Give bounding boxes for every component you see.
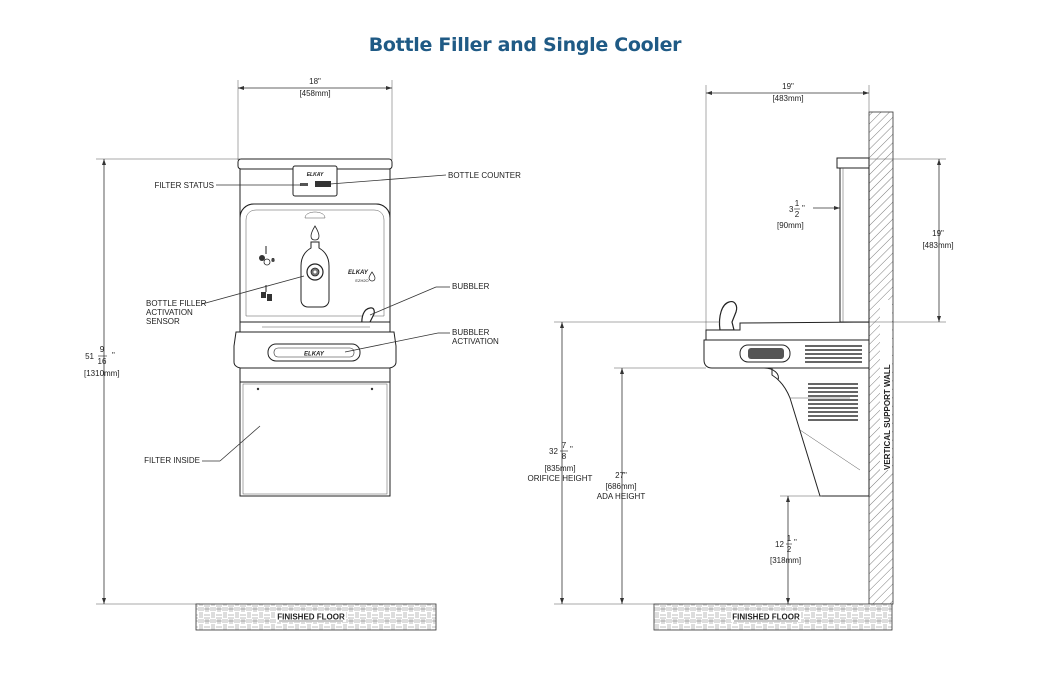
knee-mm: [318mm]: [770, 556, 801, 565]
lower-vent: [808, 383, 858, 421]
alcove-brand-sub: EZH2O: [355, 278, 368, 283]
dome-sensor: [304, 211, 326, 219]
bubbler: [361, 307, 375, 327]
side-width-mm: [483mm]: [772, 94, 803, 103]
side-lower-body: [771, 367, 870, 497]
orifice-num: 7: [562, 441, 567, 450]
label-bottle-counter: BOTTLE COUNTER: [448, 171, 521, 180]
offset-mm: [90mm]: [777, 221, 804, 230]
orifice-whole: 32: [549, 447, 558, 456]
alcove-brand: ELKAY: [348, 270, 369, 276]
side-width-in: 19": [782, 82, 794, 91]
ada-label: ADA HEIGHT: [597, 492, 646, 501]
bottle-counter-display: [315, 181, 331, 187]
upper-vent: [805, 345, 862, 363]
side-upper-housing: [839, 167, 870, 323]
orifice-quote: ": [570, 445, 573, 454]
label-filter-status: FILTER STATUS: [154, 181, 214, 190]
front-width-in: 18": [309, 77, 321, 86]
front-floor: [195, 603, 437, 631]
offset-whole: 3: [789, 205, 794, 214]
button-brand: ELKAY: [304, 352, 325, 358]
front-width-mm: [458mm]: [299, 89, 330, 98]
left-decals: [259, 246, 275, 301]
ada-in: 27": [615, 471, 627, 480]
offset-den: 2: [795, 210, 800, 219]
orifice-den: 8: [562, 452, 567, 461]
orifice-label: ORIFICE HEIGHT: [528, 474, 593, 483]
label-bubbler-activation-2: ACTIVATION: [452, 337, 499, 346]
label-bottle-filler-1: BOTTLE FILLER: [146, 299, 207, 308]
label-filter-inside: FILTER INSIDE: [144, 456, 200, 465]
lower-trim: [239, 367, 391, 383]
water-drop-icon: [310, 225, 320, 241]
side-top-cap: [836, 157, 870, 169]
knee-quote: ": [794, 538, 797, 547]
label-bubbler: BUBBLER: [452, 282, 490, 291]
side-bubbler: [718, 301, 738, 331]
front-height-whole: 51: [85, 352, 94, 361]
front-view: 18" [458mm] 51 9 16 " [1310mm] ELKAY: [84, 77, 521, 631]
side-view: VERTICAL SUPPORT WALL 19" [483mm] 3 1 2 …: [528, 82, 954, 631]
knee-den: 2: [787, 545, 792, 554]
filter-status-indicator: [300, 183, 308, 186]
front-height-den: 16: [98, 357, 107, 366]
top-height-mm: [483mm]: [922, 241, 953, 250]
display-brand: ELKAY: [307, 172, 324, 178]
page-title: Bottle Filler and Single Cooler: [368, 34, 682, 56]
top-height-in: 19": [932, 229, 944, 238]
offset-num: 1: [795, 199, 800, 208]
knee-whole: 12: [775, 540, 784, 549]
side-floor-label: FINISHED FLOOR: [732, 613, 800, 622]
label-bubbler-activation-1: BUBBLER: [452, 328, 490, 337]
offset-quote: ": [802, 204, 805, 213]
filter-cabinet: [239, 381, 391, 497]
ada-mm: [686mm]: [605, 482, 636, 491]
knee-num: 1: [787, 534, 792, 543]
front-floor-label: FINISHED FLOOR: [277, 613, 345, 622]
front-height-quote: ": [112, 351, 115, 360]
label-bottle-filler-3: SENSOR: [146, 317, 180, 326]
wall-label: VERTICAL SUPPORT WALL: [883, 364, 892, 470]
front-height-mm: [1310mm]: [84, 369, 120, 378]
front-height-num: 9: [100, 345, 105, 354]
label-bottle-filler-2: ACTIVATION: [146, 308, 193, 317]
orifice-mm: [835mm]: [544, 464, 575, 473]
